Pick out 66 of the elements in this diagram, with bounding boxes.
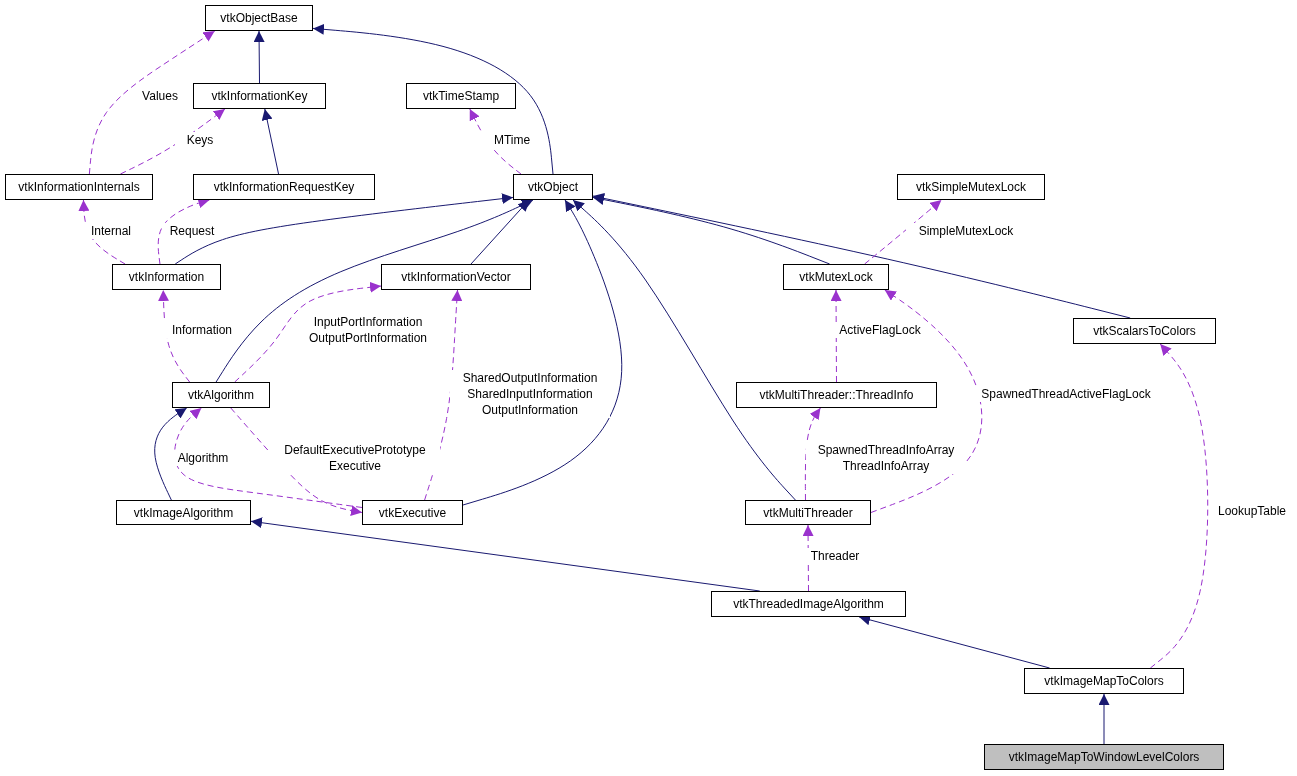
class-box	[193, 83, 326, 109]
dashed-arrow	[804, 407, 821, 501]
class-box	[172, 382, 270, 408]
arrow	[174, 193, 514, 265]
dashed-arrow	[158, 289, 191, 383]
arrow	[592, 194, 831, 265]
dashed-arrow	[119, 108, 226, 175]
arrow	[215, 199, 534, 383]
class-name: vtkObject	[528, 180, 578, 194]
class-box	[193, 174, 375, 200]
class-name: vtkInformationRequestKey	[213, 180, 355, 194]
class-name: vtkInformationKey	[211, 89, 308, 103]
class-name: vtkThreadedImageAlgorithm	[733, 597, 884, 611]
class-name: vtkExecutive	[378, 505, 447, 520]
class-box	[116, 500, 251, 525]
class-name: vtkImageMapToWindowLevelColors	[1008, 750, 1200, 764]
class-box	[1073, 318, 1216, 344]
arrow	[572, 199, 796, 501]
dashed-arrow	[802, 524, 814, 592]
class-box	[736, 382, 937, 408]
class-box	[711, 591, 906, 617]
dashed-arrow	[78, 199, 126, 265]
arrow	[154, 407, 188, 501]
class-box	[1024, 668, 1184, 694]
class-name: vtkTimeStamp	[422, 89, 500, 103]
dashed-arrow	[230, 407, 363, 516]
class-name: vtkScalarsToColors	[1093, 324, 1196, 338]
class-box	[381, 264, 531, 290]
edge-label: SpawnedThreadInfoArray ThreadInfoArray	[806, 442, 966, 474]
class-name: vtkInformationVector	[401, 270, 511, 284]
dashed-arrow	[88, 30, 216, 175]
class-name: vtkAlgorithm	[188, 388, 254, 402]
class-box	[406, 83, 516, 109]
class-name: vtkMultiThreader::ThreadInfo	[759, 388, 914, 402]
arrow	[592, 192, 1131, 319]
class-name: vtkObjectBase	[220, 11, 298, 25]
dashed-arrow	[174, 407, 363, 508]
dashed-arrow	[1149, 343, 1209, 669]
class-box	[745, 500, 871, 525]
edge-label: DefaultExecutivePrototype Executive	[270, 442, 440, 474]
arrow	[253, 30, 265, 84]
class-name: vtkMultiThreader	[763, 505, 853, 520]
class-name: vtkImageMapToColors	[1044, 674, 1164, 688]
class-box	[362, 500, 463, 525]
class-box	[783, 264, 889, 290]
dashed-arrow	[469, 108, 522, 175]
arrow	[1098, 693, 1110, 745]
class-box	[897, 174, 1045, 200]
arrow	[312, 23, 554, 175]
class-name: vtkInformationInternals	[18, 180, 140, 194]
class-box	[205, 5, 313, 31]
class-box	[984, 744, 1224, 770]
dashed-arrow	[234, 281, 382, 383]
class-name: vtkImageAlgorithm	[133, 505, 234, 520]
class-box	[112, 264, 221, 290]
class-name: vtkSimpleMutexLock	[915, 180, 1026, 194]
class-name: vtkInformation	[128, 270, 205, 284]
arrow	[261, 108, 280, 175]
dashed-arrow	[870, 289, 983, 513]
class-box	[5, 174, 153, 200]
arrow	[462, 199, 623, 506]
dashed-arrow	[864, 199, 942, 265]
class-box	[513, 174, 593, 200]
dashed-arrow	[830, 289, 842, 383]
class-name: vtkMutexLock	[799, 270, 873, 284]
edge-label: SharedOutputInformation SharedInputInformation OutputInformation	[450, 370, 610, 418]
